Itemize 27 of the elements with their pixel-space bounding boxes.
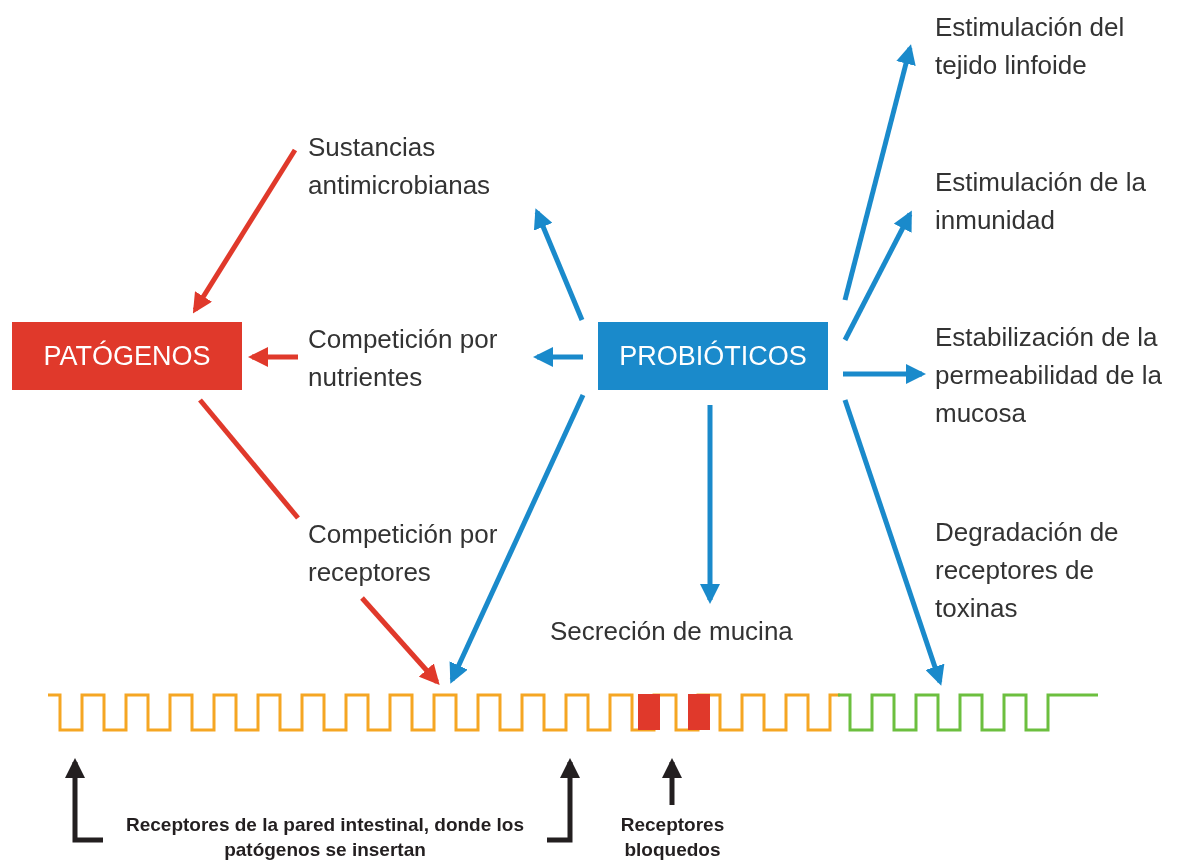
arrow bbox=[248, 347, 298, 367]
arrow bbox=[65, 758, 103, 843]
effect-label: Secreción de mucina bbox=[550, 612, 890, 650]
arrow bbox=[842, 44, 916, 301]
arrow bbox=[547, 758, 580, 843]
arrow bbox=[192, 148, 298, 314]
arrow bbox=[449, 393, 586, 684]
arrow bbox=[533, 208, 585, 321]
effect-label: Sustancias antimicrobianas bbox=[308, 128, 568, 204]
arrow bbox=[842, 399, 945, 686]
effect-label: Degradación de receptores de toxinas bbox=[935, 513, 1175, 627]
effect-label: Estimulación de la inmunidad bbox=[935, 163, 1197, 239]
effect-label: Estabilización de la permeabilidad de la mucosa bbox=[935, 318, 1197, 432]
arrow bbox=[662, 758, 682, 805]
arrow bbox=[843, 364, 926, 384]
arrow bbox=[360, 596, 440, 685]
caption-text: Receptores de la pared intestinal, donde los patógenos se insertan bbox=[105, 812, 545, 862]
effect-label: Estimulación del tejido linfoide bbox=[935, 8, 1150, 84]
arrow bbox=[533, 347, 583, 367]
effect-label: Competición por receptores bbox=[308, 515, 548, 591]
connector-line bbox=[198, 398, 300, 520]
pathogen-box: PATÓGENOS bbox=[12, 322, 242, 390]
caption-text: Receptores bloquedos bbox=[590, 812, 755, 862]
arrow bbox=[842, 210, 913, 342]
effect-label: Competición por nutrientes bbox=[308, 320, 548, 396]
arrow bbox=[700, 405, 720, 604]
probiotic-box: PROBIÓTICOS bbox=[598, 322, 828, 390]
